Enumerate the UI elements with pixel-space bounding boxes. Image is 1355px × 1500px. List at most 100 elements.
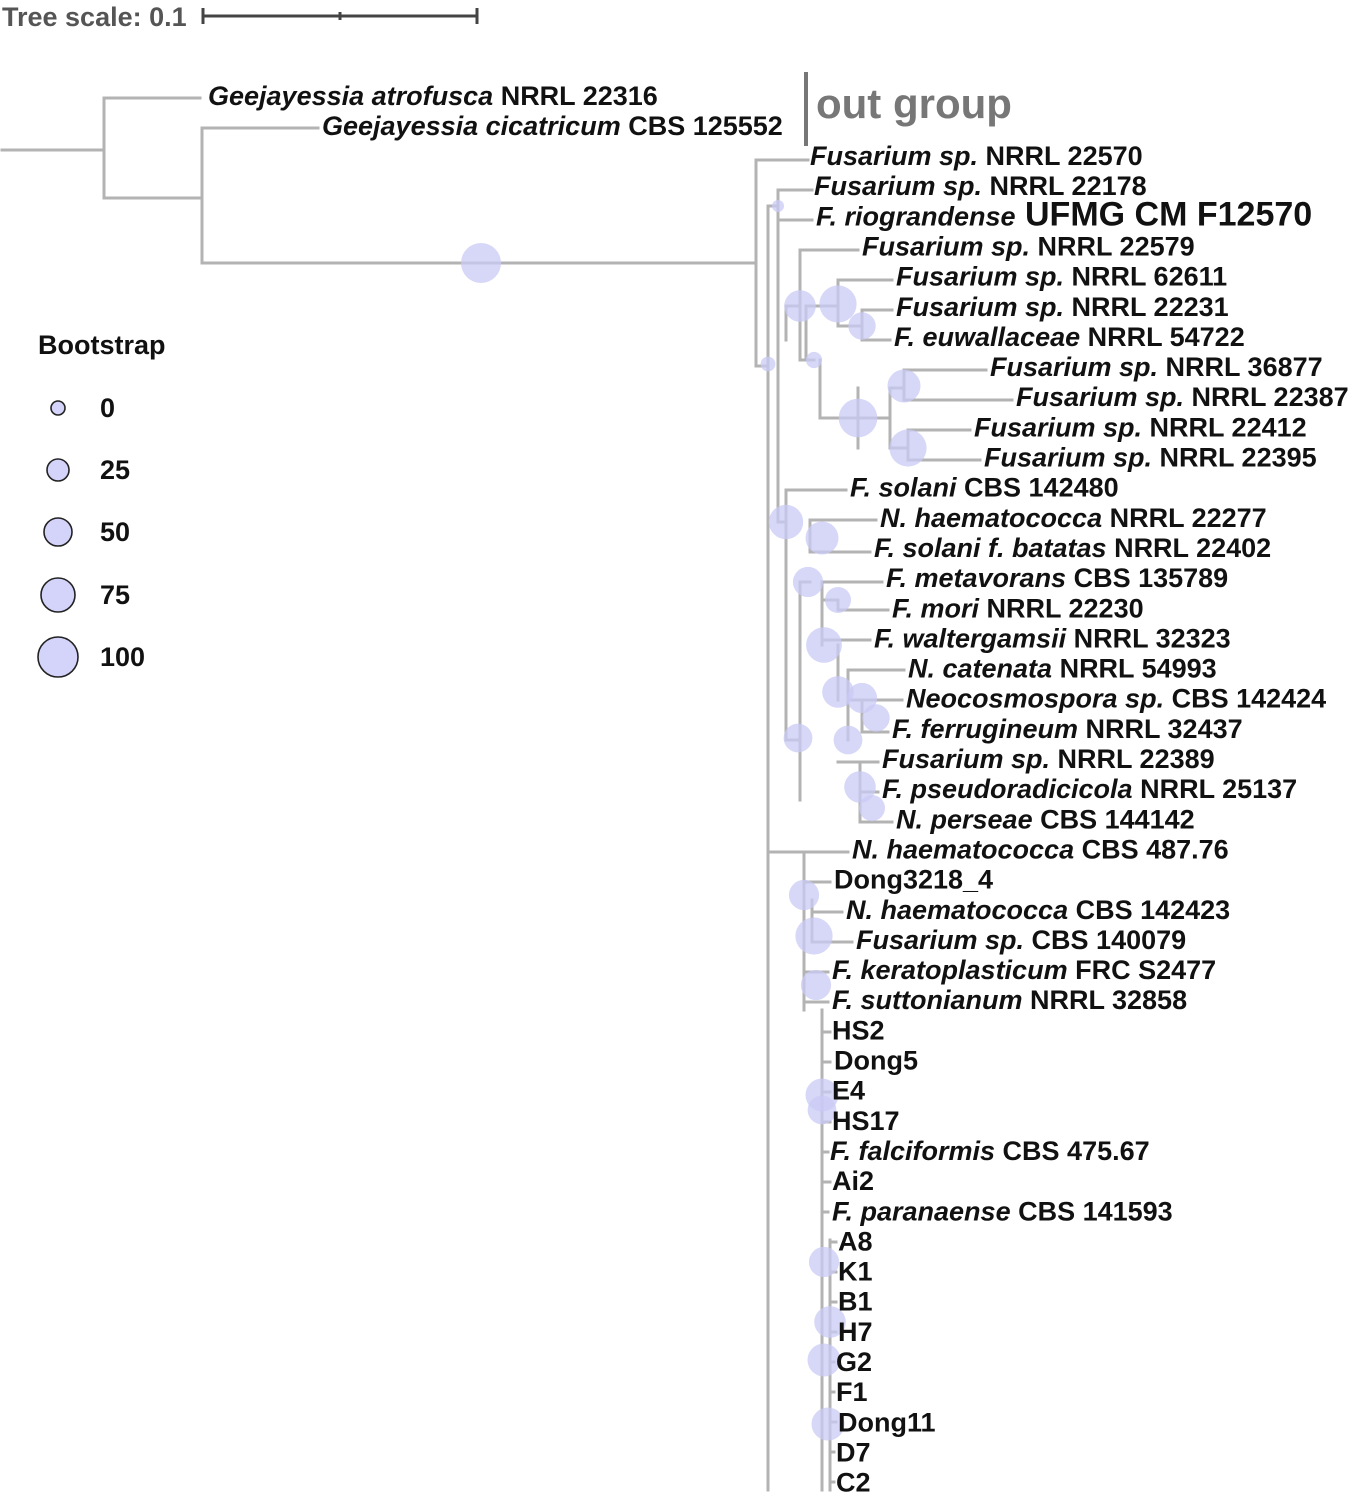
taxon-label-t6: Fusarium sp. NRRL 22579	[862, 231, 1195, 261]
taxon-strain: NRRL 22230	[979, 593, 1144, 623]
taxon-strain: NRRL 32323	[1066, 623, 1231, 653]
taxon-strain: CBS 142424	[1164, 684, 1326, 714]
taxon-strain: NRRL 62611	[1064, 262, 1227, 292]
taxon-strain: NRRL 22387	[1184, 382, 1349, 412]
taxon-strain: NRRL 22570	[978, 141, 1143, 171]
taxon-label-t7: Fusarium sp. NRRL 62611	[896, 262, 1227, 292]
taxon-label-t32: HS2	[832, 1015, 885, 1045]
bootstrap-node-0	[461, 243, 501, 283]
legend-dot-0	[50, 400, 66, 416]
taxon-strain: G2	[836, 1347, 872, 1377]
bootstrap-node-8	[887, 369, 921, 403]
taxon-species: Neocosmospora sp.	[906, 684, 1164, 714]
taxon-species: N. haematococca	[846, 895, 1068, 925]
taxon-label-t16: F. solani f. batatas NRRL 22402	[874, 533, 1271, 563]
taxon-label-t28: N. haematococca CBS 142423	[846, 895, 1230, 925]
taxon-labels: Geejayessia atrofusca NRRL 22316Geejayes…	[208, 81, 1349, 1498]
bootstrap-node-24	[800, 969, 832, 1001]
legend-dot-75	[40, 577, 76, 613]
bootstrap-node-27	[808, 1246, 840, 1278]
taxon-species: F. ferrugineum	[892, 714, 1078, 744]
taxon-strain: UFMG CM F12570	[1016, 195, 1313, 233]
taxon-strain: CBS 125552	[621, 111, 783, 141]
taxon-strain: C2	[836, 1468, 871, 1498]
legend-value-50: 50	[100, 517, 130, 547]
taxon-label-t14: F. solani CBS 142480	[850, 473, 1119, 503]
legend-dot-50	[43, 517, 73, 547]
taxon-species: F. solani f. batatas	[874, 533, 1107, 563]
legend-value-75: 75	[100, 580, 130, 610]
taxon-label-t38: F. paranaense CBS 141593	[832, 1196, 1173, 1226]
taxon-strain: CBS 144142	[1033, 804, 1195, 834]
bootstrap-node-16	[846, 682, 878, 714]
taxon-strain: NRRL 32858	[1023, 985, 1188, 1015]
taxon-strain: NRRL 54722	[1080, 322, 1245, 352]
taxon-species: Fusarium sp.	[814, 171, 982, 201]
taxon-species: F. suttonianum	[832, 985, 1023, 1015]
taxon-label-t10: Fusarium sp. NRRL 36877	[990, 352, 1323, 382]
taxon-strain: CBS 475.67	[995, 1136, 1150, 1166]
bootstrap-node-23	[795, 917, 833, 955]
taxon-species: Fusarium sp.	[810, 141, 978, 171]
outgroup-bracket: out group	[804, 72, 1012, 146]
taxon-label-t24: F. pseudoradicicola NRRL 25137	[882, 774, 1297, 804]
taxon-strain: HS2	[832, 1015, 885, 1045]
taxon-species: F. waltergamsii	[874, 623, 1067, 653]
taxon-strain: A8	[838, 1226, 873, 1256]
taxon-species: F. pseudoradicicola	[882, 774, 1133, 804]
bootstrap-node-20	[844, 771, 876, 803]
taxon-species: N. haematococca	[880, 503, 1102, 533]
taxon-strain: K1	[838, 1257, 873, 1287]
legend-dot-25	[46, 458, 70, 482]
taxon-strain: CBS 487.76	[1074, 834, 1229, 864]
taxon-species: F. paranaense	[832, 1196, 1011, 1226]
taxon-strain: NRRL 32437	[1078, 714, 1243, 744]
taxon-strain: E4	[832, 1076, 865, 1106]
taxon-label-t31: F. suttonianum NRRL 32858	[832, 985, 1187, 1015]
taxon-label-t34: E4	[832, 1076, 865, 1106]
taxon-strain: CBS 142423	[1068, 895, 1230, 925]
taxon-strain: CBS 135789	[1066, 563, 1228, 593]
taxon-label-t26: N. haematococca CBS 487.76	[852, 834, 1229, 864]
taxon-label-t47: C2	[836, 1468, 871, 1498]
taxon-species: F. solani	[850, 473, 957, 503]
taxon-label-t15: N. haematococca NRRL 22277	[880, 503, 1267, 533]
bootstrap-node-4	[819, 285, 857, 323]
taxon-strain: NRRL 54993	[1052, 654, 1217, 684]
bootstrap-node-11	[805, 521, 839, 555]
taxon-species: Fusarium sp.	[984, 443, 1152, 473]
taxon-label-t2: Geejayessia cicatricum CBS 125552	[322, 111, 783, 141]
taxon-species: F. riograndense	[816, 201, 1016, 231]
taxon-label-t39: A8	[838, 1226, 873, 1256]
bootstrap-node-3	[784, 290, 816, 322]
taxon-species: F. mori	[892, 593, 980, 623]
legend-title: Bootstrap	[38, 330, 166, 360]
taxon-label-t4: Fusarium sp. NRRL 22178	[814, 171, 1147, 201]
taxon-strain: FRC S2477	[1068, 955, 1217, 985]
bootstrap-node-18	[783, 723, 813, 753]
taxon-label-t36: F. falciformis CBS 475.67	[830, 1136, 1150, 1166]
bootstrap-node-19	[833, 725, 863, 755]
taxon-strain: NRRL 22412	[1142, 412, 1307, 442]
tree-scale: Tree scale: 0.1	[2, 2, 479, 32]
taxon-label-t44: F1	[836, 1377, 868, 1407]
taxon-label-t46: D7	[836, 1437, 871, 1467]
taxon-strain: CBS 140079	[1024, 925, 1186, 955]
bootstrap-node-14	[806, 627, 842, 663]
taxon-strain: NRRL 22402	[1107, 533, 1272, 563]
taxon-label-t45: Dong11	[838, 1407, 936, 1437]
taxon-label-t22: F. ferrugineum NRRL 32437	[892, 714, 1243, 744]
bootstrap-node-1	[772, 200, 784, 212]
taxon-label-t30: F. keratoplasticum FRC S2477	[832, 955, 1216, 985]
bootstrap-node-9	[889, 429, 927, 467]
taxon-strain: Dong3218_4	[834, 865, 993, 895]
taxon-label-t23: Fusarium sp. NRRL 22389	[882, 744, 1215, 774]
taxon-strain: NRRL 22316	[493, 81, 658, 111]
taxon-strain: NRRL 22579	[1030, 231, 1195, 261]
taxon-label-t11: Fusarium sp. NRRL 22387	[1016, 382, 1349, 412]
taxon-label-t25: N. perseae CBS 144142	[896, 804, 1195, 834]
taxon-strain: NRRL 22389	[1050, 744, 1215, 774]
bootstrap-node-26	[807, 1095, 837, 1125]
